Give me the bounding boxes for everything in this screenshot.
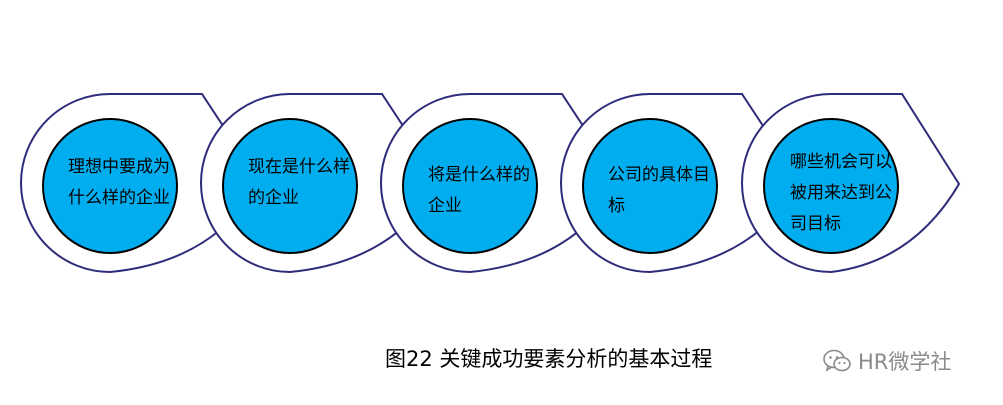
- figure-caption: 图22 关键成功要素分析的基本过程: [385, 347, 713, 371]
- watermark: HR微学社: [822, 346, 951, 376]
- step-4-label: 公司的具体目标: [608, 165, 710, 216]
- watermark-text: HR微学社: [858, 350, 952, 374]
- step-4-circle: [582, 118, 718, 254]
- step-4-shape: [560, 93, 802, 274]
- step-2-shape: [200, 93, 442, 274]
- step-3-label: 将是什么样的企业: [428, 165, 530, 216]
- step-5-circle: [763, 118, 899, 254]
- step-1-shape: [20, 93, 262, 274]
- step-3-shape: [380, 93, 622, 274]
- step-1-circle: [42, 118, 178, 254]
- wechat-icon: [823, 349, 851, 372]
- step-1-label: 理想中要成为什么样的企业: [68, 157, 170, 208]
- step-5-label: 哪些机会可以被用来达到公司目标: [790, 152, 892, 234]
- step-3-circle: [402, 118, 538, 254]
- step-2-circle: [222, 118, 358, 254]
- step-2-label: 现在是什么样的企业: [248, 157, 350, 208]
- step-5-shape: [741, 93, 961, 274]
